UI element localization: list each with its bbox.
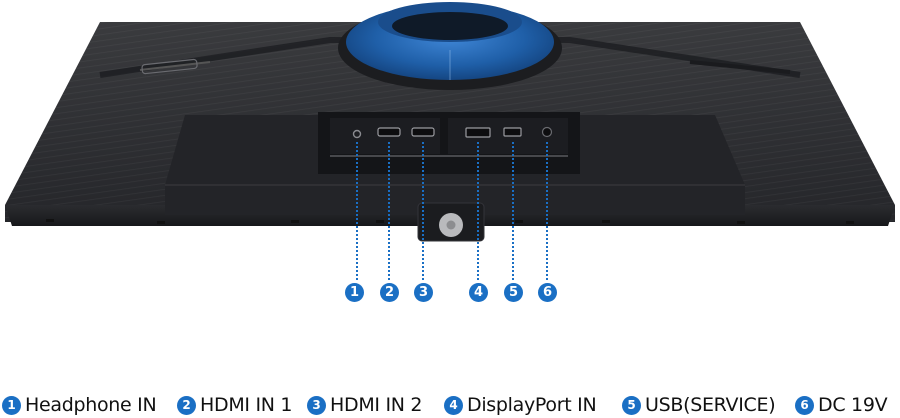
- legend-number-badge: 1: [2, 395, 21, 415]
- port-marker-2: 2: [380, 283, 399, 302]
- legend-item-displayport: 4 DisplayPort IN: [444, 392, 597, 418]
- headphone-port-icon: [352, 129, 362, 139]
- legend-label: DC 19V: [818, 394, 888, 416]
- legend-item-usb: 5 USB(SERVICE): [622, 392, 776, 418]
- legend-label: DisplayPort IN: [467, 394, 597, 416]
- legend-number-badge: 6: [795, 395, 814, 415]
- legend-number-badge: 4: [444, 395, 463, 415]
- port-marker-4: 4: [469, 283, 488, 302]
- port-marker-5: 5: [504, 283, 523, 302]
- port-marker-6: 6: [538, 283, 557, 302]
- port-marker-1: 1: [345, 283, 364, 302]
- legend-label: HDMI IN 2: [330, 394, 423, 416]
- legend-item-dc: 6 DC 19V: [795, 392, 888, 418]
- dc-power-port-icon: [541, 126, 553, 138]
- monitor-rear-illustration: [5, 2, 895, 282]
- leader-lines: [356, 142, 548, 282]
- usb-port-icon: [503, 127, 522, 137]
- legend-number-badge: 5: [622, 395, 641, 415]
- legend-number-badge: 2: [177, 395, 196, 415]
- displayport-port-icon: [465, 127, 491, 138]
- legend-label: HDMI IN 1: [200, 394, 293, 416]
- legend-item-hdmi2: 3 HDMI IN 2: [307, 392, 423, 418]
- hdmi1-port-icon: [377, 127, 401, 137]
- legend-item-headphone: 1 Headphone IN: [2, 392, 157, 418]
- port-legend: 1 Headphone IN 2 HDMI IN 1 3 HDMI IN 2 4…: [0, 392, 900, 418]
- legend-label: USB(SERVICE): [645, 394, 776, 416]
- port-marker-3: 3: [414, 283, 433, 302]
- legend-label: Headphone IN: [25, 394, 157, 416]
- legend-number-badge: 3: [307, 395, 326, 415]
- hdmi2-port-icon: [411, 127, 435, 137]
- legend-item-hdmi1: 2 HDMI IN 1: [177, 392, 293, 418]
